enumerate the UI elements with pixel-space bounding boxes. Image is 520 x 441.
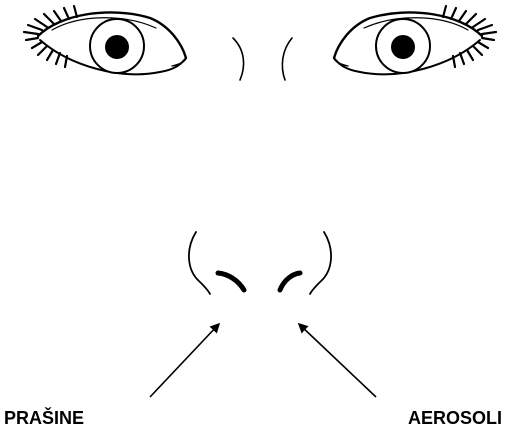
- nose-bridge-icon: [233, 38, 292, 80]
- label-aerosoli: AEROSOLI: [408, 408, 502, 429]
- nose-icon: [189, 232, 331, 294]
- arrow-icon: [150, 325, 218, 397]
- arrow-icon: [300, 325, 376, 397]
- eye-left-icon: [24, 6, 186, 74]
- label-prasine: PRAŠINE: [4, 408, 84, 429]
- eye-right-icon: [334, 6, 496, 74]
